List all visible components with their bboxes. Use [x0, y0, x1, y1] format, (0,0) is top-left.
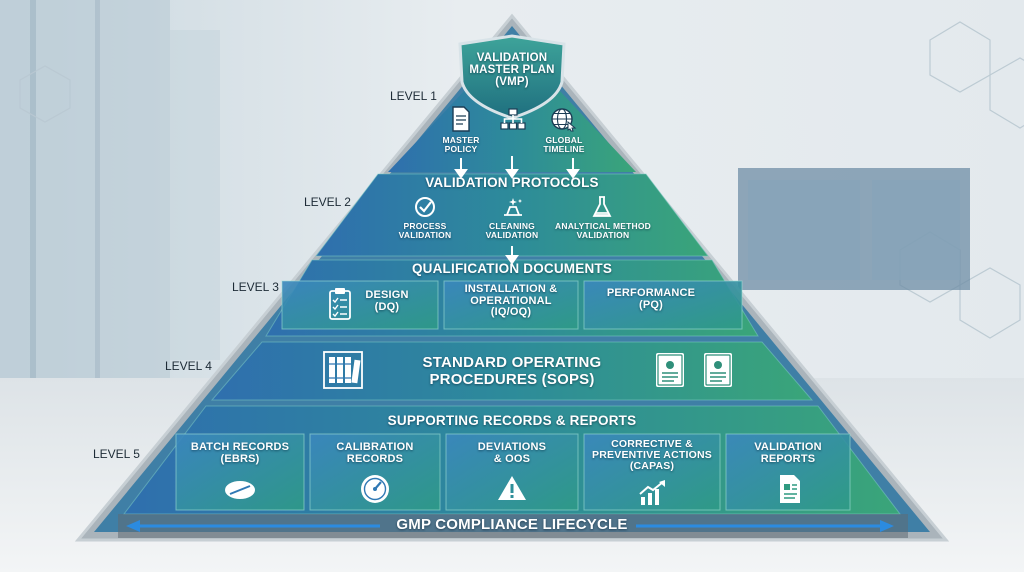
- check-circle-icon: [415, 197, 435, 217]
- manual-book-icon: [656, 353, 684, 387]
- iq-oq-label: INSTALLATION & OPERATIONAL (IQ/OQ): [446, 283, 576, 319]
- sop-label: STANDARD OPERATING PROCEDURES (SOPs): [392, 354, 632, 389]
- validation-reports-line-2: REPORTS: [760, 452, 816, 465]
- gauge-icon: [361, 475, 389, 503]
- performance-pq-line-2: (PQ): [638, 298, 664, 311]
- process-validation-label: PROCESS VALIDATION: [380, 222, 470, 240]
- batch-records-label: BATCH RECORDS (eBRs): [176, 441, 304, 465]
- global-timeline-line-1: GLOBAL: [545, 135, 583, 145]
- flask-icon: [592, 196, 612, 217]
- master-policy-line-1: MASTER: [442, 135, 480, 145]
- clipboard-checklist-icon: [329, 288, 351, 320]
- iq-oq-line-2: OPERATIONAL: [470, 294, 552, 307]
- gmp-lifecycle-label: GMP COMPLIANCE LIFECYCLE: [396, 516, 628, 533]
- cleaning-validation-label: CLEANING VALIDATION: [467, 222, 557, 240]
- level-1-label: LEVEL 1: [390, 89, 437, 103]
- sparkle-cleaning-icon: [504, 198, 522, 216]
- deviations-oos-line-2: & OOS: [493, 452, 531, 465]
- vmp-line-2: MASTER PLAN: [469, 64, 555, 77]
- report-icon: [780, 475, 800, 503]
- capas-label: CORRECTIVE & PREVENTIVE ACTIONS (CAPAs): [584, 438, 720, 473]
- org-chart-icon: [500, 108, 526, 130]
- calibration-records-label: CALIBRATION RECORDS: [310, 441, 440, 465]
- calibration-records-line-2: RECORDS: [346, 452, 404, 465]
- level-3-title: QUALIFICATION DOCUMENTS: [411, 261, 613, 276]
- design-dq-line-1: DESIGN: [365, 289, 409, 301]
- performance-pq-line-1: PERFORMANCE: [606, 287, 696, 299]
- master-policy-label: MASTER POLICY: [426, 136, 496, 154]
- analytical-method-validation-line-2: VALIDATION: [576, 229, 630, 240]
- iq-oq-line-1: INSTALLATION &: [464, 283, 558, 295]
- growth-chart-icon: [639, 480, 665, 505]
- capas-line-1: CORRECTIVE &: [611, 438, 693, 450]
- pill-icon: [225, 481, 255, 499]
- warning-icon: [498, 476, 526, 500]
- cleaning-validation-line-2: VALIDATION: [485, 229, 539, 240]
- sop-line-1: STANDARD OPERATING: [422, 354, 602, 371]
- iq-oq-line-3: (IQ/OQ): [490, 306, 532, 319]
- cleaning-validation-line-1: CLEANING: [489, 221, 535, 231]
- level-5-label: LEVEL 5: [93, 447, 140, 461]
- level-2-title: VALIDATION PROTOCOLS: [425, 175, 599, 190]
- level-5-title: SUPPORTING RECORDS & REPORTS: [387, 413, 637, 428]
- global-timeline-line-2: TIMELINE: [543, 143, 585, 154]
- binders-icon: [323, 351, 363, 389]
- capas-line-2: PREVENTIVE ACTIONS: [592, 449, 712, 462]
- validation-reports-label: VALIDATION REPORTS: [726, 441, 850, 465]
- design-dq-line-2: (DQ): [374, 300, 400, 313]
- vmp-line-3: (VMP): [495, 76, 529, 89]
- analytical-method-validation-label: ANALYTICAL METHOD VALIDATION: [547, 222, 659, 240]
- batch-records-line-2: (eBRs): [220, 452, 260, 465]
- analytical-method-validation-line-1: ANALYTICAL METHOD: [555, 221, 651, 231]
- level-3-label: LEVEL 3: [232, 280, 279, 294]
- document-icon: [452, 106, 470, 132]
- process-validation-line-2: VALIDATION: [398, 229, 452, 240]
- validation-reports-line-1: VALIDATION: [754, 441, 822, 453]
- globe-icon: [551, 108, 577, 132]
- design-dq-label: DESIGN (DQ): [350, 289, 424, 313]
- sop-line-2: PROCEDURES (SOPs): [429, 371, 595, 389]
- calibration-records-line-1: CALIBRATION: [336, 441, 414, 453]
- capas-line-3: (CAPAs): [629, 460, 675, 473]
- vmp-line-1: VALIDATION: [476, 52, 548, 64]
- process-validation-line-1: PROCESS: [403, 221, 447, 231]
- vmp-title: VALIDATION MASTER PLAN (VMP): [458, 52, 566, 88]
- performance-pq-label: PERFORMANCE (PQ): [584, 287, 718, 311]
- master-policy-line-2: POLICY: [444, 143, 478, 154]
- level-4-label: LEVEL 4: [165, 359, 212, 373]
- batch-records-line-1: BATCH RECORDS: [190, 441, 290, 453]
- manual-book-icon: [704, 353, 732, 387]
- level-2-label: LEVEL 2: [304, 195, 351, 209]
- deviations-oos-line-1: DEVIATIONS: [477, 441, 547, 453]
- global-timeline-label: GLOBAL TIMELINE: [529, 136, 599, 154]
- deviations-oos-label: DEVIATIONS & OOS: [446, 441, 578, 465]
